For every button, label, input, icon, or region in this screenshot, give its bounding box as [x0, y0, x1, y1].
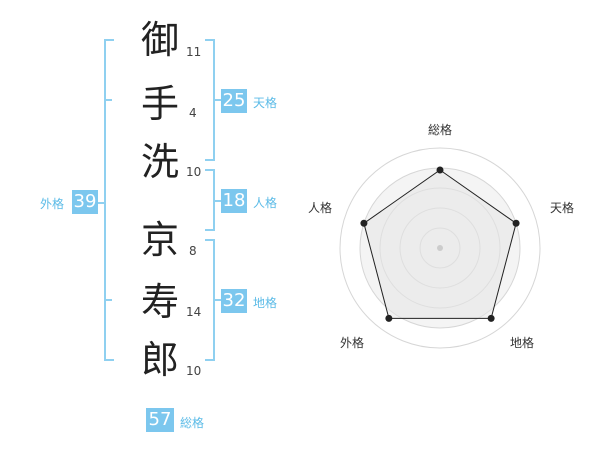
radar-label-tenkaku: 天格: [550, 201, 575, 215]
chikaku-label: 地格: [253, 296, 278, 310]
gaikaku-label: 外格: [40, 197, 65, 211]
tenkaku-label: 天格: [253, 96, 278, 110]
stroke-count-6: 10: [186, 364, 202, 378]
name-char-6: 郎: [140, 338, 179, 382]
radar-point-3: [487, 314, 495, 322]
radar-center: [437, 245, 443, 251]
tenkaku-badge: 25: [221, 89, 247, 113]
radar-point-1: [436, 166, 444, 174]
stroke-count-3: 10: [186, 165, 202, 179]
name-char-3: 洗: [140, 140, 179, 184]
gaikaku-badge: 39: [72, 190, 98, 214]
stroke-count-1: 11: [186, 45, 202, 59]
jinkaku-label: 人格: [253, 196, 278, 210]
name-char-1: 御: [140, 18, 179, 62]
stroke-count-2: 4: [189, 106, 197, 120]
chikaku-badge: 32: [221, 289, 247, 313]
radar-point-4: [385, 314, 393, 322]
radar-label-jinkaku: 人格: [308, 201, 333, 215]
soukaku-badge: 57: [146, 408, 174, 432]
radar-point-5: [360, 219, 368, 227]
radar-point-2: [512, 219, 520, 227]
radar-label-chikaku: 地格: [510, 336, 535, 350]
soukaku-label: 総格: [180, 416, 205, 430]
name-char-5: 寿: [140, 280, 179, 324]
radar-label-soukaku: 総格: [428, 123, 453, 137]
radar-polygon: [363, 169, 517, 319]
radar-points: [360, 166, 520, 322]
name-char-2: 手: [140, 82, 179, 126]
name-char-4: 京: [140, 218, 179, 262]
radar-label-gaikaku: 外格: [340, 336, 365, 350]
stroke-count-5: 14: [186, 305, 202, 319]
stroke-count-4: 8: [189, 244, 197, 258]
jinkaku-badge: 18: [221, 189, 247, 213]
